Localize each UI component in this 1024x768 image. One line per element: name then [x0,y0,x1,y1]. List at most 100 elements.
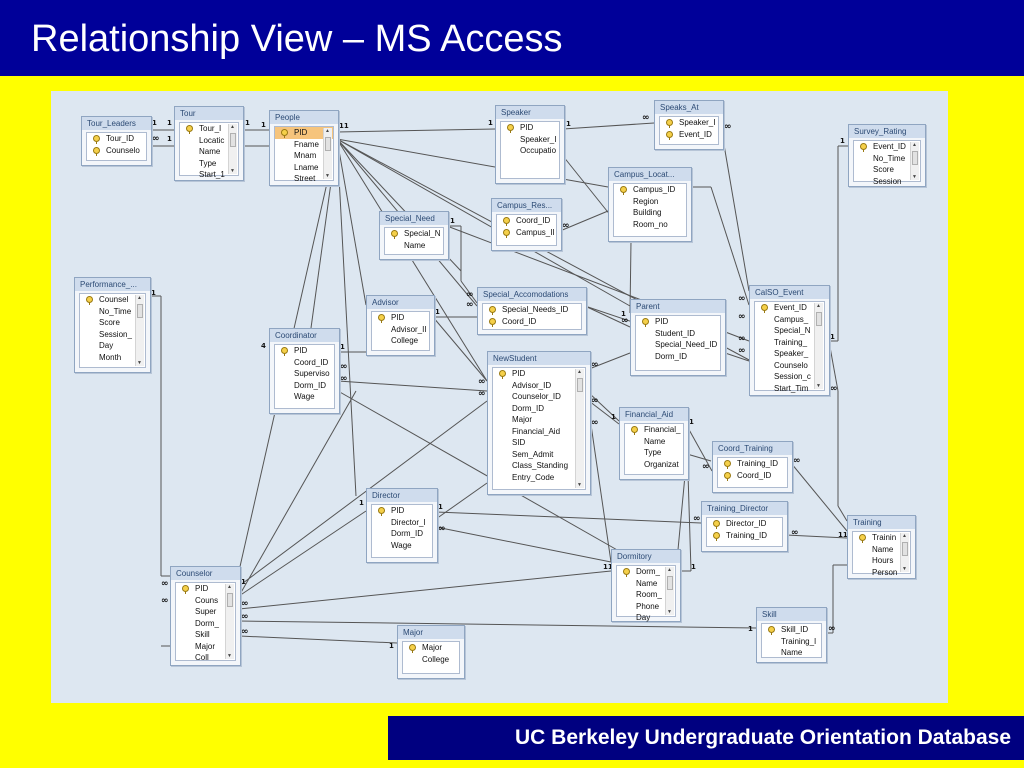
field[interactable]: Name [644,436,666,446]
primary-key-field[interactable]: Campus_ID [614,184,686,196]
relationship-line[interactable] [238,635,398,644]
field[interactable]: Financial_Aid [512,426,561,436]
table-title[interactable]: Survey_Rating [849,125,925,138]
table-title[interactable]: Counselor [171,567,240,580]
primary-key-field[interactable]: Training_ID [718,458,787,470]
field[interactable]: Hours [872,556,894,565]
relationship-line[interactable] [588,392,620,422]
primary-key-field[interactable]: Event_ID [755,302,824,314]
primary-key-field[interactable]: Special_N [385,228,443,240]
relationship-line[interactable] [588,352,631,370]
field[interactable]: Name [404,240,426,250]
field[interactable]: Sem_Admit [512,449,554,459]
field[interactable]: Special_Need_ID [655,340,718,349]
table-title[interactable]: NewStudent [488,352,590,365]
field[interactable]: Superviso [294,369,330,378]
relationship-line[interactable] [588,400,620,425]
table-title[interactable]: Tour [175,107,243,120]
table-title[interactable]: Parent [631,300,725,313]
relationship-line[interactable] [562,122,655,130]
field[interactable]: Director_I [391,517,426,527]
scrollbar-thumb[interactable] [227,593,233,607]
field[interactable]: Advisor_II [391,324,427,334]
primary-key-field[interactable]: PID [275,127,333,139]
relationship-line[interactable] [710,186,750,306]
table-title[interactable]: Special_Need [380,212,448,225]
field[interactable]: Training_I [781,636,817,646]
table-title[interactable]: Special_Accomodations [478,288,586,301]
scrollbar-thumb[interactable] [230,133,236,147]
primary-key-field[interactable]: Counsel [80,294,145,306]
field[interactable]: Fname [294,139,319,149]
field[interactable]: Person [872,567,898,577]
primary-key-field[interactable]: Tour_I [180,123,238,135]
table-title[interactable]: Dormitory [612,550,680,563]
table-title[interactable]: Speaker [496,106,564,119]
table-title[interactable]: Major [398,626,464,639]
field[interactable]: Month [99,352,122,362]
table-title[interactable]: Performance_... [75,278,150,291]
scrollbar-thumb[interactable] [912,151,918,165]
table-title[interactable]: Tour_Leaders [82,117,151,130]
relationship-line[interactable] [559,210,609,232]
primary-key-field[interactable]: Financial_ [625,424,683,436]
table-title[interactable]: Speaks_At [655,101,723,114]
field[interactable]: Coord_ID [294,357,329,367]
scrollbar-thumb[interactable] [667,576,673,590]
table-title[interactable]: Advisor [367,296,434,309]
field[interactable]: Coll [195,653,209,662]
primary-key-field[interactable]: PID [493,368,585,380]
relationship-line[interactable] [435,482,488,520]
field[interactable]: Mnam [294,151,317,160]
scrollbar-thumb[interactable] [816,312,822,326]
field[interactable]: Session_c [774,372,811,381]
relationship-line[interactable] [336,138,609,188]
relationship-line[interactable] [432,316,488,382]
relationship-line[interactable] [785,534,848,539]
field[interactable]: Student_ID [655,328,696,338]
field-list-scrollbar[interactable] [575,369,584,488]
relationship-line[interactable] [238,570,612,610]
field[interactable]: Start_Tim [774,383,809,393]
field-list-scrollbar[interactable] [665,567,674,615]
field[interactable]: Couns [195,595,219,605]
field[interactable]: Counselor_ID [512,392,561,401]
table-title[interactable]: Campus_Locat... [609,168,691,181]
field-list-scrollbar[interactable] [814,303,823,389]
field[interactable]: Building [633,208,662,217]
primary-key-field[interactable]: Speaker_I [660,117,718,129]
relationship-line[interactable] [336,138,357,497]
field[interactable]: Lname [294,162,319,172]
field[interactable]: Name [781,648,803,657]
relationship-line[interactable] [588,410,612,563]
relationship-line[interactable] [337,390,620,552]
field[interactable]: Campus_ [774,314,809,324]
primary-key-field[interactable]: Tour_ID [87,133,146,145]
scrollbar-thumb[interactable] [137,304,143,318]
field[interactable]: No_Time [873,153,906,163]
